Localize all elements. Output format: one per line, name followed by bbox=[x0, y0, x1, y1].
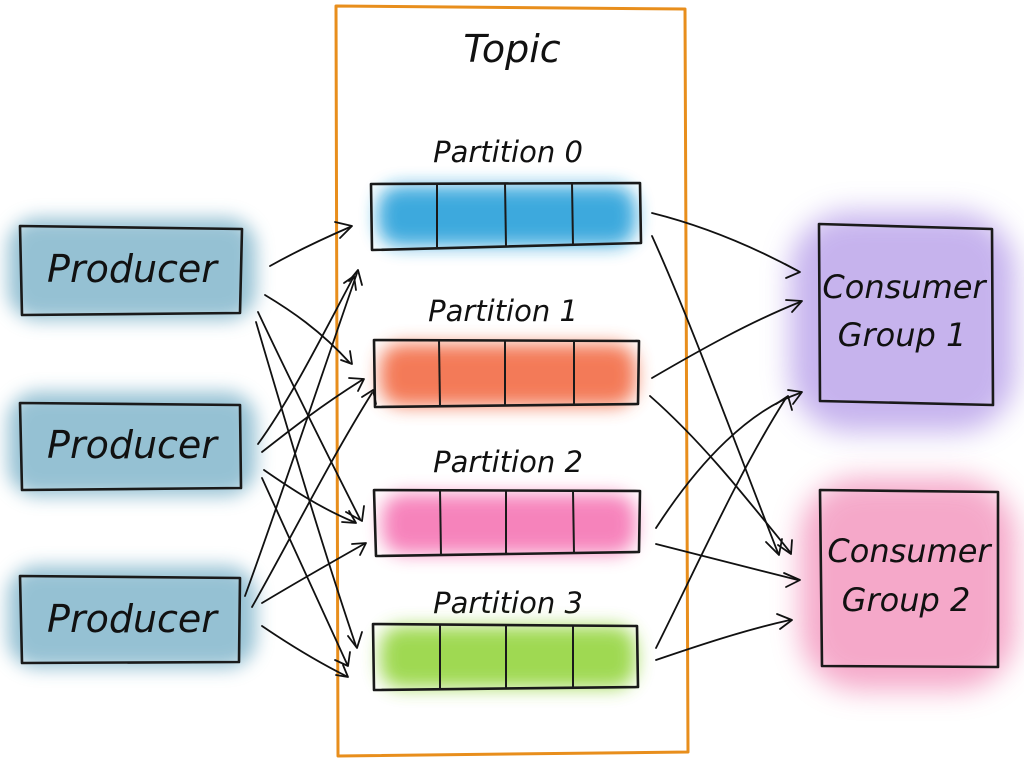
partition-label: Partition 0 bbox=[433, 135, 583, 169]
producer-box: Producer bbox=[8, 218, 256, 320]
consumer-group-label-line2: Group 1 bbox=[838, 316, 967, 354]
arrow-head bbox=[340, 350, 353, 365]
partition-label: Partition 2 bbox=[433, 445, 583, 479]
arrow-head bbox=[775, 395, 793, 411]
partition-cell-divider bbox=[439, 489, 442, 556]
partition-frame bbox=[371, 622, 640, 692]
arrow bbox=[651, 235, 779, 554]
arrow-head bbox=[361, 389, 377, 405]
partition-cell-divider bbox=[438, 339, 441, 407]
consumer-group-label-line1: Consumer bbox=[822, 268, 987, 306]
producer-label: Producer bbox=[47, 247, 219, 291]
partition-cell-divider bbox=[572, 490, 575, 554]
arrow-head bbox=[347, 631, 363, 649]
arrow-head bbox=[335, 664, 349, 678]
consumer-group-wash bbox=[800, 478, 1016, 690]
partition-wash bbox=[382, 494, 636, 554]
arrow-head bbox=[334, 651, 351, 667]
consumer-group-frame bbox=[817, 222, 995, 407]
partition-wash bbox=[380, 626, 636, 688]
partition-cell-divider bbox=[504, 182, 507, 247]
partition-frame bbox=[372, 338, 641, 409]
partition-2: Partition 2 bbox=[372, 445, 642, 558]
arrow bbox=[255, 321, 357, 647]
arrow-head bbox=[348, 377, 365, 392]
partition-label: Partition 1 bbox=[428, 294, 578, 328]
arrow bbox=[649, 395, 791, 553]
consumer-arrows bbox=[649, 212, 803, 661]
arrow bbox=[261, 477, 348, 665]
producer-label: Producer bbox=[47, 597, 219, 641]
consumer-group-wash bbox=[790, 212, 1016, 432]
partition-label: Partition 3 bbox=[433, 586, 583, 620]
partition-frame bbox=[372, 488, 642, 558]
consumer-group-frame bbox=[818, 488, 1000, 669]
arrow bbox=[269, 226, 351, 267]
producer-wash bbox=[8, 566, 256, 668]
partition-3: Partition 3 bbox=[371, 586, 640, 692]
arrow bbox=[651, 301, 801, 379]
arrow-head bbox=[776, 613, 793, 630]
producer-frame bbox=[18, 224, 244, 317]
topic-border bbox=[334, 4, 690, 758]
arrow bbox=[264, 294, 351, 364]
arrow bbox=[655, 397, 787, 649]
partition-1: Partition 1 bbox=[372, 294, 641, 409]
arrow-head bbox=[351, 542, 367, 556]
arrow-head bbox=[783, 572, 801, 588]
arrow-head bbox=[341, 510, 357, 524]
arrow bbox=[651, 212, 799, 272]
partition-0: Partition 0 bbox=[369, 135, 643, 252]
arrow bbox=[257, 277, 354, 445]
producer-wash bbox=[8, 218, 256, 320]
consumer-group-label-line2: Group 2 bbox=[842, 581, 971, 619]
partition-wash bbox=[378, 186, 636, 246]
producer-box: Producer bbox=[8, 566, 256, 668]
topic-title: Topic bbox=[463, 27, 560, 71]
producer-frame bbox=[18, 401, 243, 492]
consumer-group-box: Consumer Group 1 bbox=[790, 212, 1016, 432]
arrow bbox=[244, 272, 358, 597]
arrow-head bbox=[777, 539, 793, 555]
arrow-head bbox=[787, 389, 803, 405]
consumer-group-label-line1: Consumer bbox=[827, 532, 992, 570]
topic: Topic bbox=[334, 4, 690, 758]
partition-wash bbox=[380, 344, 636, 406]
arrow bbox=[261, 625, 347, 677]
producer-arrows bbox=[244, 221, 377, 678]
producer-box: Producer bbox=[8, 392, 256, 496]
arrow-head bbox=[784, 263, 801, 279]
arrow bbox=[655, 619, 791, 661]
arrow bbox=[655, 543, 799, 581]
producer-frame bbox=[18, 574, 242, 665]
arrow bbox=[251, 392, 373, 608]
consumer-group-box: Consumer Group 2 bbox=[800, 478, 1016, 690]
arrow-head bbox=[765, 538, 783, 556]
partition-frame bbox=[369, 181, 643, 252]
arrow bbox=[655, 392, 801, 529]
arrow-head bbox=[334, 221, 353, 239]
partition-cell-divider bbox=[571, 182, 574, 246]
arrow-head bbox=[785, 299, 803, 313]
arrow bbox=[261, 543, 365, 604]
arrow-head bbox=[348, 269, 363, 286]
producer-wash bbox=[8, 392, 256, 496]
arrow bbox=[263, 469, 355, 523]
producer-label: Producer bbox=[47, 423, 219, 467]
